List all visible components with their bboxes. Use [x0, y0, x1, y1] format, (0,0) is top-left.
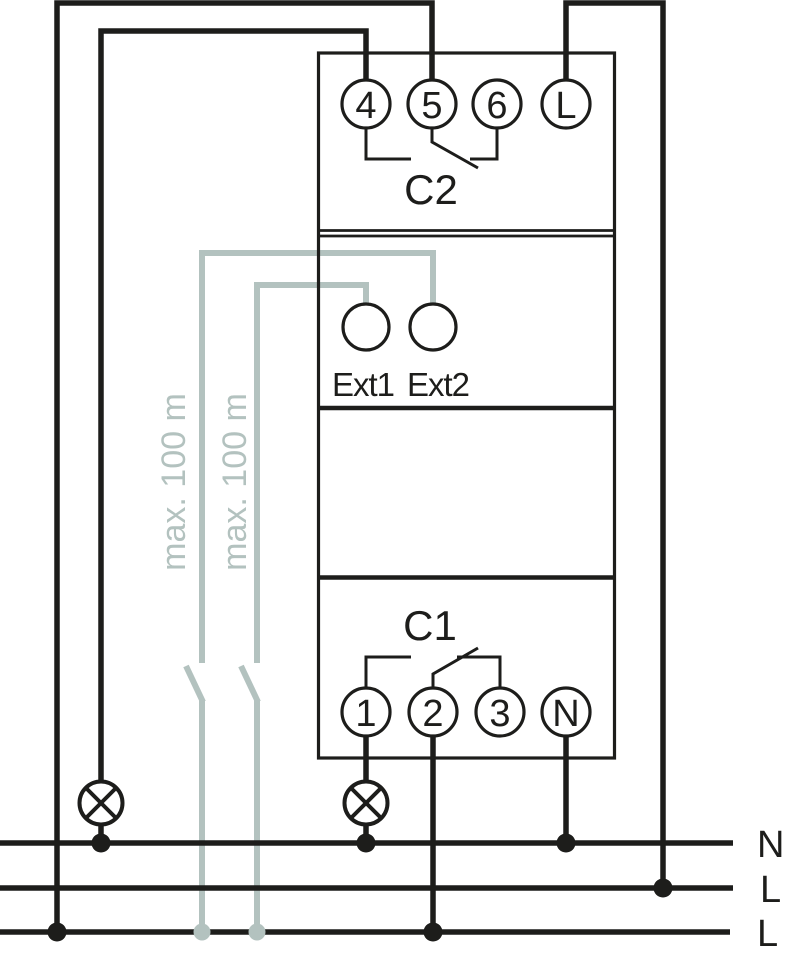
- terminal-l: L: [540, 78, 592, 130]
- terminal-5-label: 5: [421, 85, 442, 127]
- junction-lamp2-n: [356, 833, 376, 853]
- terminal-6-circle: [471, 78, 523, 130]
- c2-contact-6: [470, 128, 499, 161]
- mains-wiring: [54, 0, 666, 932]
- terminalL-supply-wire: [563, 0, 666, 888]
- channel-c1-contact: C1: [364, 602, 502, 688]
- terminal-6: 6: [471, 78, 523, 130]
- lamp-2: [342, 779, 390, 827]
- terminal-2-label: 2: [422, 693, 443, 735]
- c2-contact-4: [364, 128, 411, 161]
- ext1-terminal-label: Ext1: [332, 366, 394, 403]
- ext1-max-length-note: max. 100 m: [216, 393, 254, 571]
- ext2-switch-blade: [183, 664, 206, 704]
- terminal5-supply-wire: [54, 0, 435, 932]
- ext1-switch-blade: [238, 664, 261, 704]
- lamp-1: [77, 779, 125, 827]
- terminal-5: 5: [406, 78, 458, 130]
- terminal-3: 3: [474, 686, 526, 738]
- ext-control-wires: max. 100 m max. 100 m: [155, 250, 436, 932]
- lamp1-to-terminal4-wire: [98, 28, 369, 782]
- c2-contact-blade: [430, 128, 479, 170]
- ext1-terminal-circle: [341, 302, 391, 352]
- terminal-4-circle: [340, 78, 392, 130]
- bus-label-l2: L: [757, 913, 778, 955]
- bus-label-n: N: [757, 824, 784, 866]
- lamp2-cross-2: [349, 786, 383, 820]
- ext2-terminal-label: Ext2: [407, 366, 469, 403]
- terminal-3-circle: [474, 686, 526, 738]
- terminal-n: N: [540, 686, 592, 738]
- terminal-row-bottom: 1 2 3 N: [340, 686, 592, 738]
- terminal-1-label: 1: [355, 693, 376, 735]
- channel-c2-contact: C2: [364, 128, 499, 213]
- terminal-6-label: 6: [486, 85, 507, 127]
- bus-label-l1: L: [760, 869, 781, 911]
- junction-ext2-l2: [193, 923, 211, 941]
- terminal-1: 1: [340, 686, 392, 738]
- terminal-l-circle: [540, 78, 592, 130]
- c1-contact-3: [457, 655, 502, 688]
- junction-ext1-l2: [248, 923, 266, 941]
- lamp1-cross-2: [84, 786, 118, 820]
- channel-c1-label: C1: [403, 602, 457, 649]
- device-outline: [316, 51, 617, 760]
- terminal-row-top: 4 5 6 L: [340, 78, 592, 130]
- device-housing: [316, 51, 617, 760]
- terminal-n-label: N: [552, 693, 579, 735]
- ext2-terminal-circle: [408, 302, 458, 352]
- terminal-2: 2: [407, 686, 459, 738]
- junction-tn-n: [556, 833, 576, 853]
- terminal-3-label: 3: [489, 693, 510, 735]
- terminal-4: 4: [340, 78, 392, 130]
- terminal-2-circle: [407, 686, 459, 738]
- terminal-1-circle: [340, 686, 392, 738]
- junction-t2-l2: [423, 922, 443, 942]
- terminal-n-circle: [540, 686, 592, 738]
- terminal-l-label: L: [555, 85, 576, 127]
- c1-contact-1: [364, 655, 411, 688]
- junction-dots: [47, 833, 673, 942]
- ext-terminals: Ext1 Ext2: [332, 302, 470, 403]
- terminal-5-circle: [406, 78, 458, 130]
- channel-c2-label: C2: [404, 166, 458, 213]
- ext2-max-length-note: max. 100 m: [155, 393, 193, 571]
- ext1-wire: [254, 282, 369, 663]
- terminal-4-label: 4: [355, 85, 376, 127]
- junction-lamp1-n: [91, 833, 111, 853]
- junction-l2-left: [47, 922, 67, 942]
- junction-tl-l1: [653, 878, 673, 898]
